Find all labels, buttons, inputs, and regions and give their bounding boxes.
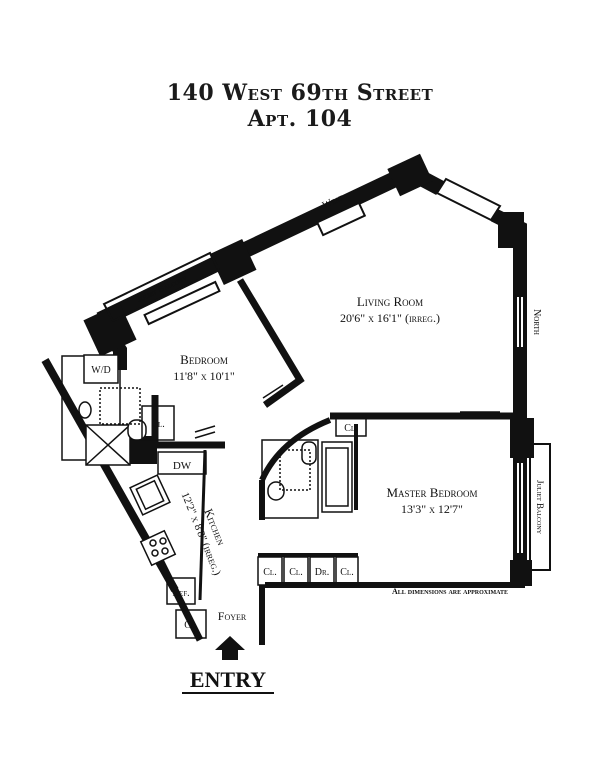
dimensions-disclaimer: All dimensions are approximate [392, 587, 508, 596]
windows [143, 280, 525, 555]
closet-label-foyer: Cl. [184, 620, 197, 631]
bedroom-label: Bedroom [180, 352, 228, 367]
closet-label-bath: Cl. [151, 419, 164, 430]
unit-title: Apt. 104 [247, 106, 353, 132]
juliet-balcony-label-master: Juliet Balcony [535, 480, 545, 535]
refrigerator-label: Ref. [172, 588, 189, 599]
master-bedroom-size: 13'3" x 12'7" [401, 502, 463, 516]
dishwasher-label: DW [173, 460, 192, 472]
exterior-walls [41, 164, 527, 645]
closet-label-master: Cl. [344, 423, 357, 434]
dressing-label: Dr. [315, 567, 329, 578]
washer-dryer-label: W/D [91, 365, 110, 376]
master-bedroom-label: Master Bedroom [387, 485, 478, 500]
doors [194, 384, 500, 439]
bedroom-size: 11'8" x 10'1" [173, 369, 235, 383]
living-room-label: Living Room [357, 294, 423, 309]
closet-label-1: Cl. [263, 567, 276, 578]
entry-label: ENTRY [182, 668, 274, 694]
address-title: 140 West 69th Street [166, 80, 434, 106]
interior-walls [135, 278, 520, 601]
foyer-label: Foyer [218, 609, 247, 623]
bathroom-fixtures [61, 354, 353, 519]
closet-label-3: Cl. [340, 567, 353, 578]
north-exposure-label: North [531, 309, 542, 335]
closets [141, 405, 367, 639]
kitchen-fixtures [129, 451, 207, 605]
closet-label-2: Cl. [289, 567, 302, 578]
entry-arrow [215, 636, 245, 660]
living-room-size: 20'6" x 16'1" (irreg.) [340, 311, 440, 325]
balconies [102, 177, 551, 571]
